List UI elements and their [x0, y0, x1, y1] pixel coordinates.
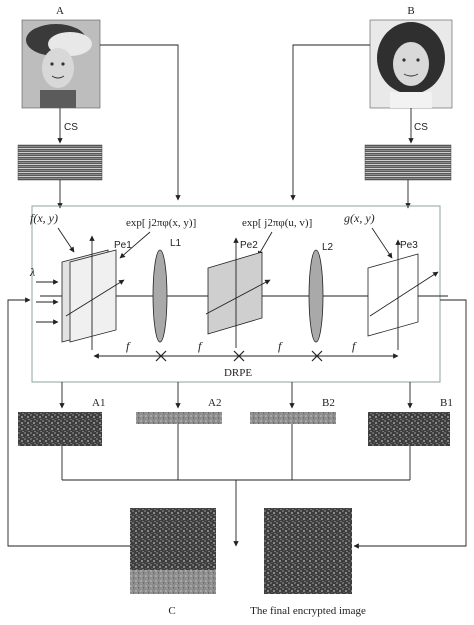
a2-label: A2: [208, 397, 221, 409]
feedback-right: [353, 299, 467, 549]
input-a-label: A: [56, 5, 64, 17]
lambda-label: λ: [29, 265, 35, 279]
input-function-label: f(x, y): [30, 211, 58, 225]
key-path-a: [100, 44, 181, 201]
b1-label: B1: [440, 397, 453, 409]
lens-l2: [308, 249, 324, 343]
l2-label: L2: [322, 242, 334, 253]
pointer-phase2: [257, 231, 273, 257]
pointer-phase1: [119, 231, 151, 259]
cs-label-left: CS: [64, 122, 78, 133]
input-plane-pe1: [61, 235, 125, 350]
focal-label-4: f: [352, 339, 357, 353]
focal-label-1: f: [126, 339, 131, 353]
cs-label-right: CS: [414, 122, 428, 133]
pointer-g: [371, 227, 393, 259]
cs-image-a: [17, 144, 103, 181]
c-label: C: [168, 605, 175, 617]
combined-image-c: [130, 508, 216, 594]
phase-mask-2-label: exp[ j2πφ(u, v)]: [242, 217, 312, 229]
output-plane-pe3: [367, 239, 439, 350]
drpe-system-frame: [31, 205, 441, 383]
input-b-label: B: [407, 5, 414, 17]
feedback-left: [7, 297, 130, 547]
output-function-label: g(x, y): [344, 211, 375, 225]
final-label: The final encrypted image: [250, 605, 366, 617]
image-b-photo: [369, 19, 453, 109]
phase-mask-1-label: exp[ j2πφ(x, y)]: [126, 217, 196, 229]
cs-image-b: [364, 144, 452, 181]
output-b2: [250, 412, 336, 424]
l1-label: L1: [170, 238, 182, 249]
output-a1: [18, 412, 102, 446]
pe3-label: Pe3: [400, 240, 418, 251]
output-b1: [368, 412, 450, 446]
focal-label-3: f: [278, 339, 283, 353]
key-path-b: [290, 44, 370, 201]
pe1-label: Pe1: [114, 240, 132, 251]
drpe-label: DRPE: [224, 367, 252, 379]
b2-label: B2: [322, 397, 335, 409]
focal-label-2: f: [198, 339, 203, 353]
fourier-plane-pe2: [205, 237, 271, 348]
output-a2: [136, 412, 222, 424]
a1-label: A1: [92, 397, 105, 409]
pointer-f: [57, 227, 75, 253]
lens-l1: [152, 249, 168, 343]
pe2-label: Pe2: [240, 240, 258, 251]
focal-cross-marks: [155, 350, 323, 362]
final-encrypted-image: [264, 508, 352, 594]
image-a-photo: [21, 19, 101, 109]
